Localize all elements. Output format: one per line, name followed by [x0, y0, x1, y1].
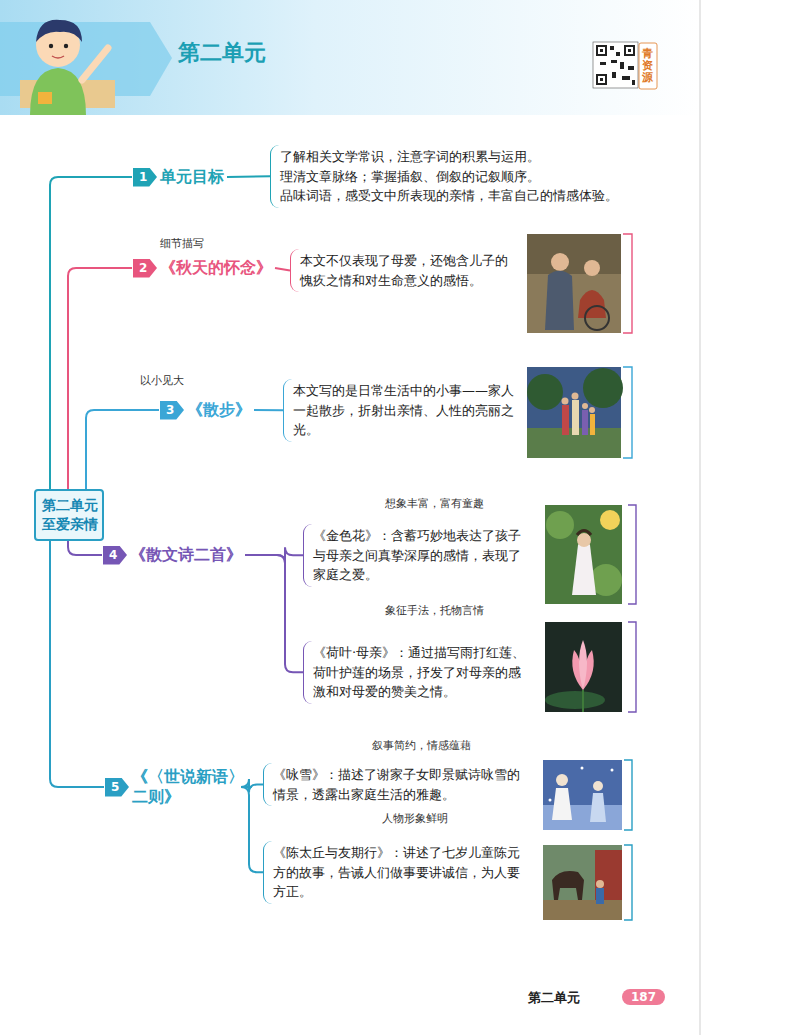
callout-number: 5	[105, 778, 129, 797]
callout-number: 2	[133, 259, 157, 278]
illustration-snow	[543, 760, 622, 830]
summary-box: 了解相关文学常识，注意字词的积累与运用。理清文章脉络；掌握插叙、倒叙的记叙顺序。…	[270, 145, 644, 208]
branch-line	[68, 268, 132, 489]
central-topic: 第二单元 至爱亲情	[34, 489, 104, 541]
summary-box: 本文不仅表现了母爱，还饱含儿子的愧疚之情和对生命意义的感悟。	[290, 249, 520, 292]
page-edge	[700, 0, 701, 1035]
summary-text: 本文不仅表现了母爱，还饱含儿子的愧疚之情和对生命意义的感悟。	[300, 251, 516, 290]
callout-number: 1	[133, 168, 157, 187]
note-label: 叙事简约，情感蕴藉	[372, 738, 471, 753]
illustration-chen	[543, 845, 622, 920]
branch-title: 单元目标	[160, 167, 224, 187]
summary-text: 理清文章脉络；掌握插叙、倒叙的记叙顺序。	[280, 167, 640, 187]
callout-number: 4	[103, 546, 127, 565]
summary-text: 了解相关文学常识，注意字词的积累与运用。	[280, 147, 640, 167]
branch-heading: 5《〈世说新语〉二则》	[105, 767, 249, 807]
central-text: 第二单元 至爱亲情	[40, 496, 100, 534]
bracket	[623, 367, 632, 458]
branch-line	[275, 268, 290, 271]
branch-line	[241, 779, 263, 793]
bracket	[628, 505, 636, 604]
summary-box: 《陈太丘与友期行》：讲述了七岁儿童陈元方的故事，告诫人们做事要讲诚信，为人要方正…	[263, 841, 533, 904]
branch-line	[50, 177, 132, 489]
branch-line	[245, 555, 303, 672]
bracket	[628, 622, 636, 712]
header-band	[0, 0, 700, 115]
branch-line	[241, 787, 263, 872]
note-label: 人物形象鲜明	[382, 811, 448, 826]
summary-text: 《咏雪》：描述了谢家子女即景赋诗咏雪的情景，透露出家庭生活的雅趣。	[273, 765, 529, 804]
illustration-walk	[527, 367, 623, 458]
resource-tag: 青资源	[642, 48, 653, 84]
branch-line	[227, 175, 270, 178]
summary-text: 《荷叶·母亲》：通过描写雨打红莲、荷叶护莲的场景，抒发了对母亲的感激和对母爱的赞…	[313, 643, 533, 702]
page-title: 第二单元	[178, 38, 266, 68]
summary-text: 本文写的是日常生活中的小事——家人一起散步，折射出亲情、人性的亮丽之光。	[293, 381, 517, 440]
branch-heading: 3《散步》	[160, 400, 251, 420]
bracket	[624, 845, 632, 920]
callout-number: 3	[160, 401, 184, 420]
boy-cartoon	[20, 20, 115, 115]
bracket	[624, 760, 632, 830]
page-number: 187	[622, 989, 665, 1005]
illustration-autumn	[527, 234, 621, 333]
branch-line	[254, 409, 283, 411]
summary-text: 《金色花》：含蓄巧妙地表达了孩子与母亲之间真挚深厚的感情，表现了家庭之爱。	[313, 526, 533, 585]
note-label: 想象丰富，富有童趣	[385, 496, 484, 511]
summary-box: 《荷叶·母亲》：通过描写雨打红莲、荷叶护莲的场景，抒发了对母亲的感激和对母爱的赞…	[303, 641, 537, 704]
branch-line	[68, 541, 102, 555]
illustration-flower	[545, 505, 622, 604]
branch-title: 《〈世说新语〉二则》	[132, 767, 249, 807]
note-label: 细节描写	[160, 236, 204, 251]
summary-box: 《金色花》：含蓄巧妙地表达了孩子与母亲之间真挚深厚的感情，表现了家庭之爱。	[303, 524, 537, 587]
summary-box: 本文写的是日常生活中的小事——家人一起散步，折射出亲情、人性的亮丽之光。	[283, 379, 521, 442]
branch-heading: 1单元目标	[133, 167, 224, 187]
bracket	[623, 234, 632, 333]
branch-heading: 4《散文诗二首》	[103, 545, 242, 565]
branch-title: 《散文诗二首》	[130, 545, 242, 565]
branch-line	[86, 410, 159, 489]
summary-text: 品味词语，感受文中所表现的亲情，丰富自己的情感体验。	[280, 186, 640, 206]
summary-box: 《咏雪》：描述了谢家子女即景赋诗咏雪的情景，透露出家庭生活的雅趣。	[263, 763, 533, 806]
footer-text: 第二单元	[528, 989, 580, 1007]
summary-text: 《陈太丘与友期行》：讲述了七岁儿童陈元方的故事，告诫人们做事要讲诚信，为人要方正…	[273, 843, 529, 902]
note-label: 象征手法，托物言情	[385, 603, 484, 618]
qr-code	[593, 42, 657, 89]
note-label: 以小见大	[140, 373, 184, 388]
illustration-lotus	[545, 622, 622, 712]
branch-line	[50, 541, 104, 787]
branch-title: 《散步》	[187, 400, 251, 420]
branch-heading: 2《秋天的怀念》	[133, 258, 272, 278]
branch-title: 《秋天的怀念》	[160, 258, 272, 278]
